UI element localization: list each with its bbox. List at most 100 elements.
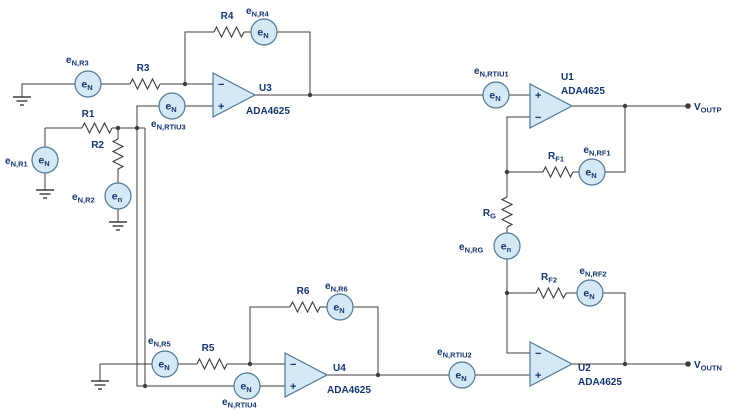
- resistor-label-R2: R2: [91, 140, 104, 151]
- opamp-ref-label: U4: [333, 363, 346, 374]
- noise-source-symbol-text: eN: [333, 302, 344, 316]
- resistor-symbol: [289, 300, 321, 314]
- noise-source-en_rtiu1: eN eN,RTIU1: [474, 66, 510, 109]
- noise-source-symbol-text: eN: [455, 370, 466, 384]
- noise-source-circle: [104, 182, 132, 210]
- noise-source-en_rtiu2: eN eN,RTIU2: [437, 347, 476, 389]
- resistor-R6: R6: [289, 286, 321, 314]
- wire: [506, 293, 530, 354]
- wire: [277, 31, 311, 95]
- resistor-symbol: [129, 77, 161, 91]
- wire: [136, 128, 234, 387]
- noise-source-symbol-text: eN: [240, 381, 251, 395]
- noise-source-circle: [576, 279, 604, 307]
- noise-source-en_r6: eN eN,R6: [325, 281, 354, 321]
- resistor-R1: R1: [81, 109, 113, 135]
- noise-source-label: eN,RTIU2: [437, 347, 472, 360]
- noise-source-circle: [31, 146, 59, 174]
- ground-symbol: [36, 189, 54, 199]
- opamp-triangle: [529, 83, 574, 129]
- noise-source-circle: [578, 158, 606, 186]
- junction-dot: [142, 383, 148, 389]
- resistor-symbol: [500, 196, 514, 228]
- noise-source-label: eN,RTIU1: [474, 66, 509, 79]
- noise-source-circle: [493, 232, 521, 260]
- noise-source-symbol-text: eN: [583, 288, 594, 302]
- noise-source-symbol-text: en: [501, 241, 512, 255]
- opamp-part-label: ADA4625: [246, 106, 290, 117]
- wire: [21, 83, 75, 97]
- noise-source-en_rg: en eN,RG: [459, 232, 521, 260]
- resistor-R3: R3: [129, 63, 161, 91]
- opamp-part-label: ADA4625: [327, 385, 371, 396]
- noise-source-circle: [448, 361, 476, 389]
- noise-source-label: eN,RTIU4: [222, 397, 258, 410]
- ground-symbol: [91, 380, 109, 390]
- junction-dot: [375, 372, 381, 378]
- noise-source-en_rf2: eN eN,RF2: [576, 266, 607, 307]
- output-label-voutp: VOUTP: [694, 102, 722, 115]
- noise-source-circle: [158, 92, 186, 120]
- noise-source-symbol-text: eN: [585, 167, 596, 181]
- wire: [605, 106, 626, 173]
- opamp-minus-sign: −: [535, 348, 541, 360]
- noise-source-circle: [482, 81, 510, 109]
- noise-source-label: eN,R5: [148, 336, 171, 349]
- wire: [136, 105, 159, 128]
- resistor-symbol: [213, 25, 245, 39]
- opamp-ref-label: U3: [259, 83, 272, 94]
- junction-dot: [182, 81, 188, 87]
- noise-source-symbol-text: en: [112, 191, 123, 205]
- resistor-label-R6: R6: [297, 286, 310, 297]
- resistor-symbol: [196, 357, 228, 371]
- junction-dot: [307, 92, 313, 98]
- junction-dot: [115, 125, 121, 131]
- resistor-label-R5: R5: [202, 343, 215, 354]
- noise-source-symbol-text: eN: [38, 155, 49, 169]
- opamp-triangle: [284, 352, 329, 398]
- noise-source-en_r5: eN eN,R5: [148, 336, 179, 378]
- noise-source-label: eN,R1: [5, 156, 28, 169]
- terminal-dot: [685, 103, 691, 109]
- resistor-RF2: RF2: [535, 272, 567, 300]
- noise-source-label: eN,RF1: [583, 145, 610, 158]
- noise-source-label: eN,R6: [325, 281, 348, 294]
- wire: [603, 292, 626, 364]
- noise-source-symbol-text: eN: [489, 90, 500, 104]
- resistor-label-RF2: RF2: [541, 272, 557, 285]
- opamp-minus-sign: −: [535, 112, 541, 124]
- opamp-plus-sign: +: [535, 90, 541, 102]
- resistor-R5: R5: [196, 343, 228, 371]
- noise-source-symbol-text: eN: [257, 27, 268, 41]
- noise-source-en_rtiu4: eN eN,RTIU4: [222, 372, 261, 410]
- noise-source-symbol-text: eN: [165, 101, 176, 115]
- noise-source-label: eN,RF2: [579, 266, 606, 279]
- resistor-label-RF1: RF1: [548, 151, 564, 164]
- noise-source-symbol-text: eN: [158, 359, 169, 373]
- opamp-plus-sign: +: [535, 370, 541, 382]
- noise-source-en_r1: eN eN,R1: [5, 146, 59, 174]
- ground-symbol: [13, 96, 31, 106]
- resistor-label-RG: RG: [483, 208, 496, 221]
- opamp-minus-sign: −: [290, 359, 296, 371]
- wire: [506, 116, 530, 172]
- noise-source-circle: [151, 350, 179, 378]
- opamp-triangle: [212, 72, 257, 118]
- opamp-plus-sign: +: [218, 101, 224, 113]
- resistor-symbol: [81, 121, 113, 135]
- noise-source-circle: [250, 18, 278, 46]
- output-terminal-voutp: VOUTP: [685, 102, 722, 115]
- terminal-dot: [685, 361, 691, 367]
- junction-dot: [622, 361, 628, 367]
- wire: [353, 306, 379, 375]
- junction-dot: [247, 361, 253, 367]
- noise-source-label: eN,RG: [459, 242, 483, 255]
- junction-dot: [134, 125, 140, 131]
- opamp-part-label: ADA4625: [578, 377, 622, 388]
- resistor-symbol: [542, 165, 574, 179]
